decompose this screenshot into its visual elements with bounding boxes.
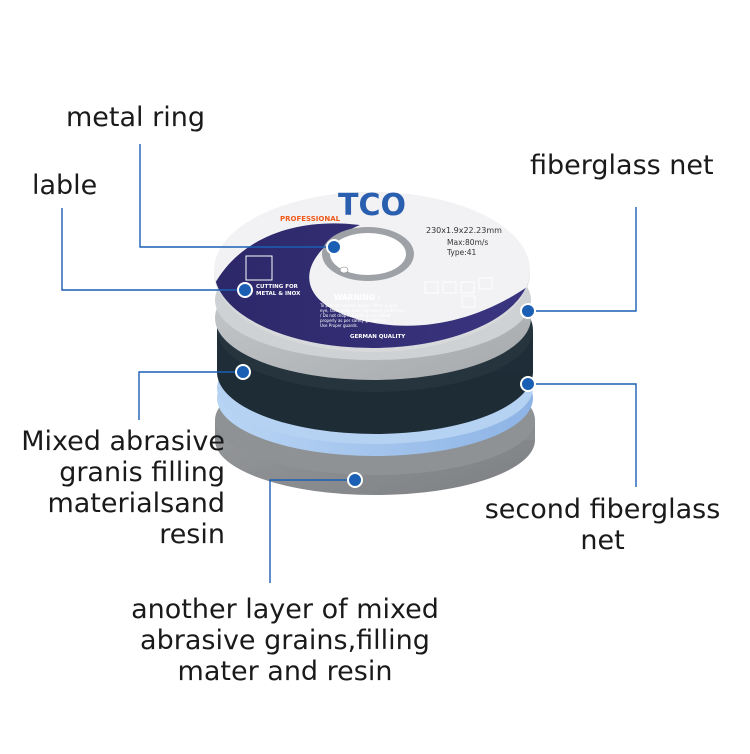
leader-fiberglass-net — [528, 207, 637, 312]
leader-metal-ring — [139, 144, 334, 248]
warning-line-5: Use Proper guards. — [320, 323, 358, 328]
label-emblem-icon — [245, 255, 273, 281]
second-fiberglass-line-1: second fiberglass — [484, 494, 721, 525]
mixed-abrasive-line-1: Mixed abrasive — [21, 426, 225, 457]
disc-label: TCO PROFESSIONAL 230x1.9x22.23mm Max:80m… — [214, 188, 530, 352]
material-text: METAL & INOX — [256, 291, 301, 297]
another-layer-line-1: another layer of mixed — [131, 594, 439, 625]
dot-lable — [237, 282, 253, 298]
warning-line-3: / Do not drop / Handle & use wheel — [320, 313, 390, 318]
leader-dots — [235, 239, 536, 488]
another-layer-line-2: abrasive grains,filling — [140, 625, 430, 656]
label-fiberglass-net: fiberglass net — [530, 150, 714, 181]
max-speed-text: Max:80m/s — [447, 238, 488, 247]
dot-metal-ring — [326, 239, 342, 255]
dot-fiberglass-net — [520, 303, 536, 319]
mixed-abrasive-line-4: resin — [159, 519, 225, 550]
warning-line-2: eye, face, body and respiratory protecti… — [320, 308, 405, 313]
label-another-layer: another layer of mixed abrasive grains,f… — [110, 594, 460, 687]
warning-line-4: properly as per safety guidelines. — [320, 318, 387, 323]
label-lable: lable — [32, 170, 98, 201]
professional-text: PROFESSIONAL — [280, 215, 341, 223]
leader-lable — [61, 208, 245, 291]
safety-book-icon — [461, 295, 476, 308]
warning-title: WARNING : — [334, 293, 381, 302]
brand-logo: TCO — [338, 188, 406, 223]
mixed-abrasive-line-3: materialsand — [47, 488, 225, 519]
size-text: 230x1.9x22.23mm — [426, 226, 502, 235]
label-second-fiberglass: second fiberglass net — [470, 494, 735, 556]
safety-ears-icon — [478, 277, 493, 290]
leader-lines — [61, 144, 637, 583]
leader-another-layer — [269, 479, 355, 583]
type-text: Type:41 — [446, 248, 477, 257]
quality-text: GERMAN QUALITY — [350, 334, 406, 340]
safety-mask-icon — [442, 281, 457, 294]
safety-gloves-icon — [460, 281, 475, 294]
dot-another-layer — [347, 472, 363, 488]
label-metal-ring: metal ring — [66, 102, 205, 133]
dot-mixed-abrasive — [235, 364, 251, 380]
leader-second-fiberglass — [528, 383, 637, 487]
dot-second-fiberglass — [520, 376, 536, 392]
warning-line-1: To prevent serious injury - Wear proper — [319, 303, 398, 308]
second-fiberglass-line-2: net — [580, 525, 625, 556]
mixed-abrasive-line-2: granis filling — [59, 457, 225, 488]
safety-goggles-icon — [424, 281, 439, 294]
another-layer-line-3: mater and resin — [177, 656, 393, 687]
cutting-for-text: CUTTING FOR — [256, 284, 299, 290]
leader-mixed-abrasive — [138, 371, 243, 420]
label-mixed-abrasive: Mixed abrasive granis filling materialsa… — [20, 426, 225, 550]
